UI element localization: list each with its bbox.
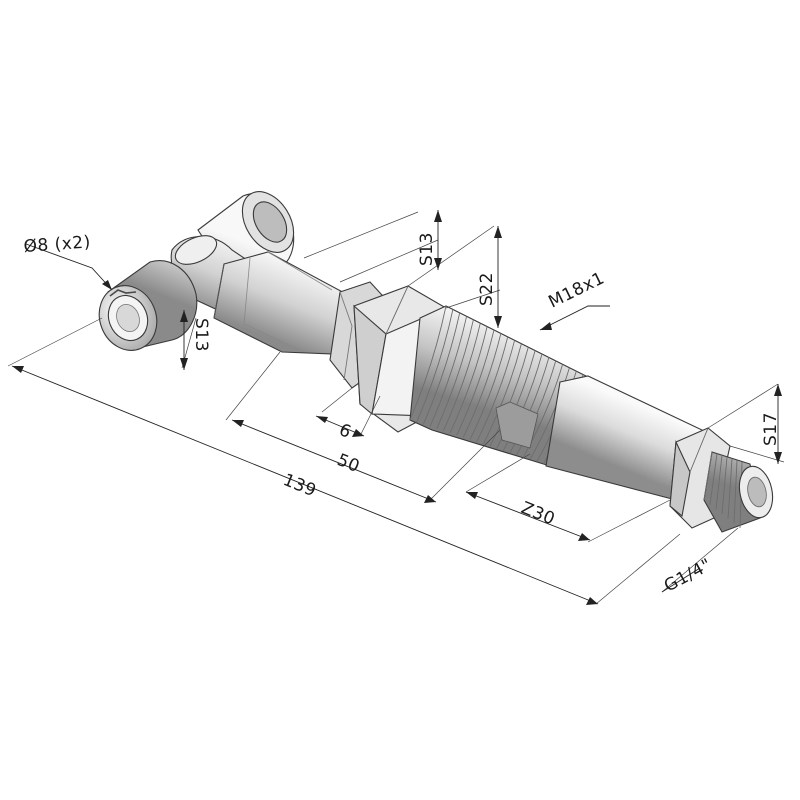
thread-ridge: [529, 367, 570, 460]
thread-ridge: [489, 346, 529, 447]
label-body-length: 50: [334, 450, 362, 477]
thread-ridge: [422, 312, 461, 425]
thread-ridge: [429, 316, 468, 427]
thread-ridge: [462, 333, 502, 438]
label-overall-length: 139: [280, 470, 319, 501]
outlet-thread-ridge: [709, 453, 718, 505]
arrow-heads: [12, 210, 782, 605]
dimension-lines: [7, 210, 785, 605]
thread-ridge: [456, 329, 495, 436]
label-fitting-hex: S13: [417, 232, 437, 266]
outlet-thread-g14: [703, 451, 774, 533]
label-nut-thickness: 6: [336, 420, 354, 443]
label-tee-hex: S13: [191, 318, 211, 352]
outlet-thread-ridge: [703, 451, 713, 501]
thread-ridge: [482, 343, 522, 445]
label-port-diameter: Ø8 (x2): [23, 232, 91, 257]
outlet-thread-ridge: [721, 456, 728, 515]
label-outlet-thread: G1/4": [661, 555, 715, 597]
body-hex-section: [213, 251, 351, 355]
fitting-assembly: [98, 191, 774, 533]
label-outlet-hex: S17: [761, 412, 781, 446]
thread-ridge: [409, 305, 447, 421]
thread-ridge: [476, 340, 516, 443]
thread-ridge: [442, 322, 481, 432]
thread-ridge: [416, 309, 454, 423]
outlet-thread-lines: [703, 451, 743, 529]
outlet-thread-ridge: [733, 460, 738, 524]
outlet-thread-ridge: [727, 458, 733, 519]
thread-ridge: [449, 326, 488, 434]
label-thread-length: Z30: [518, 498, 558, 530]
label-nut-hex: S22: [477, 272, 497, 306]
push-in-port-front: [98, 260, 198, 351]
outlet-thread-ridge: [715, 455, 723, 510]
thread-ridge: [469, 336, 509, 440]
threaded-body-m18: [409, 305, 591, 467]
thread-ridge: [436, 319, 474, 429]
